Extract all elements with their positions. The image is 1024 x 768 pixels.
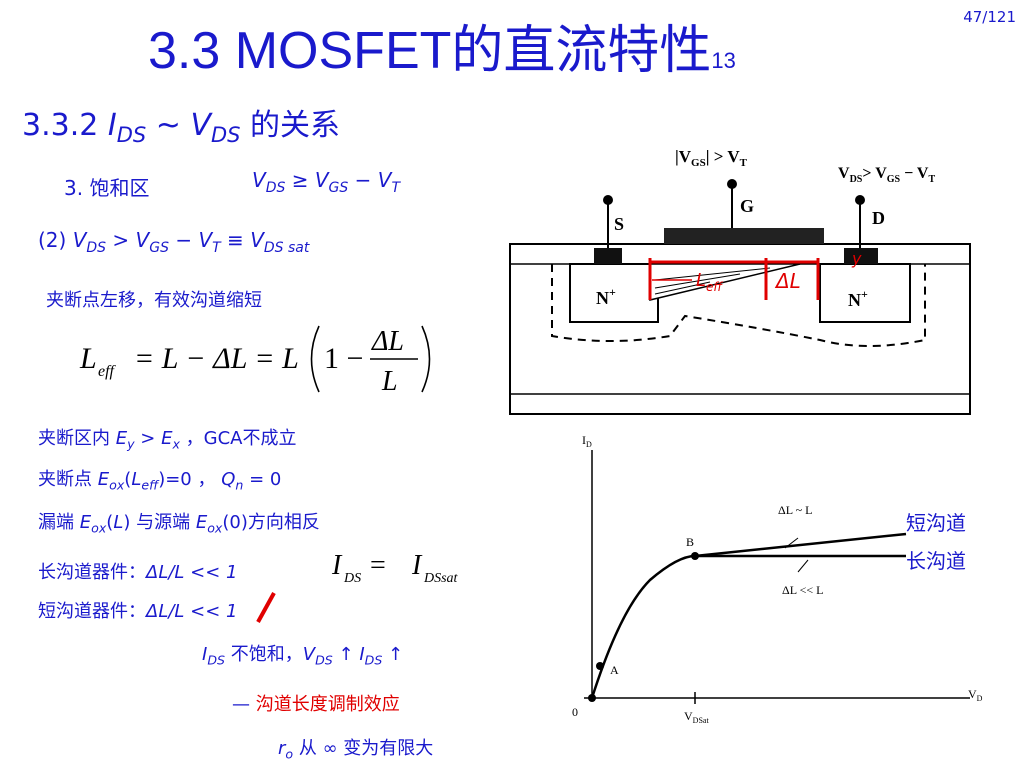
b-label: B <box>686 535 694 549</box>
source-label: S <box>614 214 624 234</box>
mosfet-cross-section: S G D N+ N+ |VGS| > VT VDS> VGS − VT Lef… <box>509 147 971 415</box>
id-vd-chart: ID VD 0 B A VDSat ΔL ~ L ΔL << L 短沟道 长沟道 <box>572 433 983 725</box>
leak-text: 漏端 Eox(L) 与源端 Eox(0)方向相反 <box>38 512 320 536</box>
formula-num: ΔL <box>371 326 404 357</box>
long-channel-label: 长沟道 <box>906 549 966 573</box>
vd-axis-label: VD <box>968 687 983 703</box>
page-title: 3.3 MOSFET的直流特性13 <box>148 22 736 80</box>
vds-condition: VDS> VGS − VT <box>838 165 935 185</box>
point-b <box>691 552 699 560</box>
n-plus-drain: N+ <box>848 287 868 310</box>
condition-2: (2) VDS > VGS − VT ≡ VDS sat <box>38 228 310 256</box>
ids-lhs: I <box>331 550 343 581</box>
leff-formula: L eff = L − ΔL = L 1 − ΔL L <box>72 318 432 400</box>
pinch-move-text: 夹断点左移，有效沟道缩短 <box>46 290 262 311</box>
vgs-condition: |VGS| > VT <box>675 147 748 169</box>
ids-formula: I DS = I DSsat <box>328 544 488 586</box>
n-plus-source: N+ <box>596 285 616 308</box>
a-label: A <box>610 663 619 677</box>
y-label: y <box>851 249 862 268</box>
section-heading: 3.3.2 IDS ~ VDS 的关系 <box>22 108 341 147</box>
saturation-heading: 3. 饱和区 <box>64 176 150 200</box>
dl-l-label: ΔL ~ L <box>778 503 812 517</box>
pinch-point-text: 夹断点 Eox(Leff)=0 ， Qn = 0 <box>38 469 282 493</box>
dl-ll-label: ΔL << L <box>782 583 823 597</box>
ids-rhs-sub: DSsat <box>423 571 459 586</box>
leff-label: Leff <box>696 270 723 294</box>
origin-label: 0 <box>572 705 578 719</box>
formula-mid: = L − ΔL = L <box>134 342 299 375</box>
short-channel-label: 短沟道 <box>906 511 966 535</box>
pinch-region-text: 夹断区内 Ey > Ex ，GCA不成立 <box>38 428 297 452</box>
page-number: 47/121 <box>963 8 1016 26</box>
ids-rhs: I <box>411 550 423 581</box>
ids-eq: = <box>370 550 386 581</box>
drain-label: D <box>872 208 885 228</box>
clm-text: — 沟道长度调制效应 <box>232 694 400 715</box>
point-origin <box>588 694 596 702</box>
formula-den: L <box>381 366 398 397</box>
long-device-text: 长沟道器件：ΔL/L << 1 <box>38 562 238 583</box>
ids-lhs-sub: DS <box>343 571 361 586</box>
id-axis-label: ID <box>582 433 592 449</box>
formula-lhs-sub: eff <box>98 363 117 380</box>
condition-1: VDS ≥ VGS − VT <box>252 168 401 196</box>
formula-one: 1 − <box>324 342 363 375</box>
unsaturated-text: IDS 不饱和，VDS ↑ IDS ↑ <box>202 644 404 668</box>
delta-l-label: ΔL <box>774 269 801 293</box>
curve-short-channel <box>694 532 907 558</box>
short-device-text: 短沟道器件：ΔL/L << 1 <box>38 601 238 622</box>
gate-label: G <box>740 196 754 216</box>
strike-mark <box>256 592 276 623</box>
curve-rise <box>590 554 696 699</box>
point-a <box>596 662 604 670</box>
formula-lhs: L <box>79 342 97 375</box>
ro-text: ro 从 ∞ 变为有限大 <box>278 738 434 762</box>
vdsat-label: VDSat <box>684 709 709 725</box>
